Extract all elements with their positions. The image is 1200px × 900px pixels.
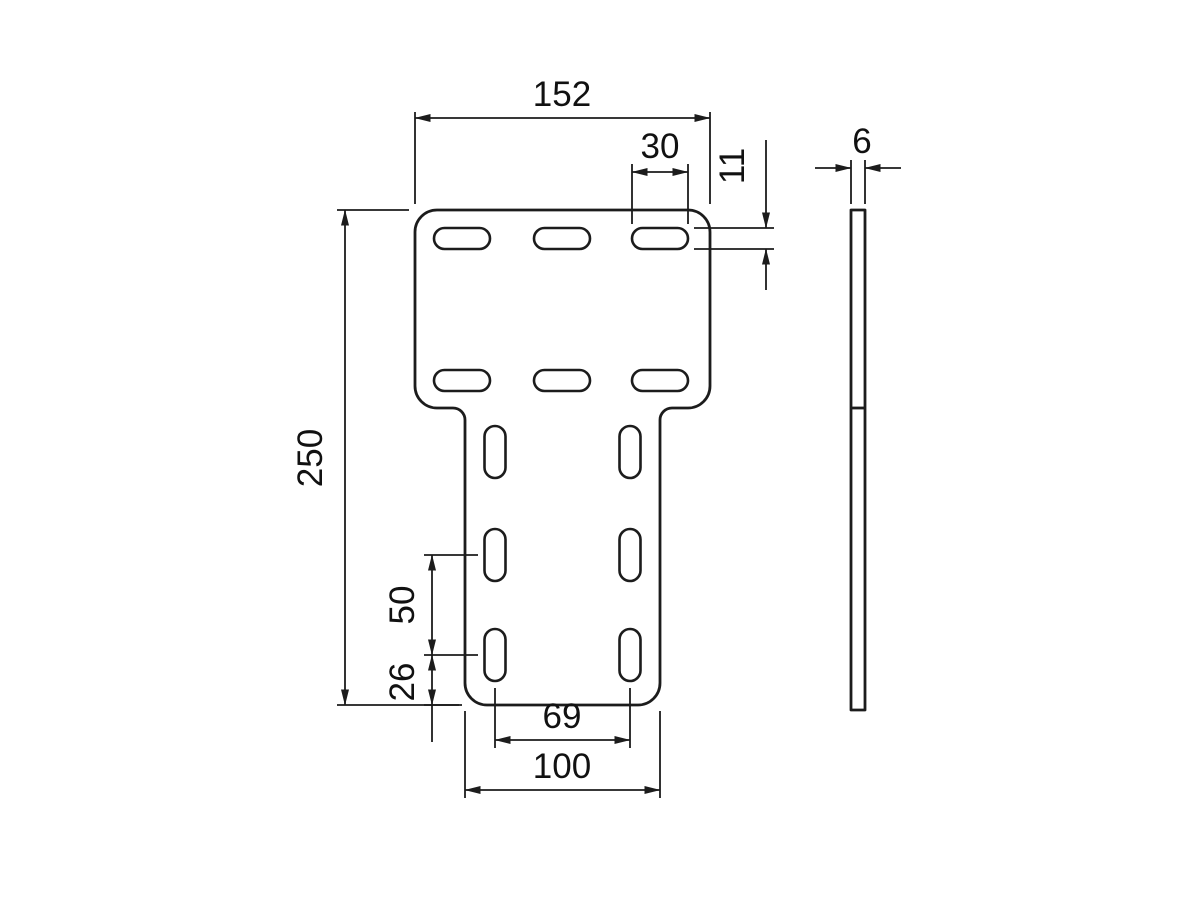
slot-body-rowC-right [618, 627, 642, 683]
dim-label-body-width: 100 [533, 747, 591, 786]
dim-slot-spacing: 69 [494, 688, 631, 748]
slot-top-row2-left [432, 368, 492, 393]
dim-overall-height: 250 [291, 209, 459, 706]
plate-outline [413, 208, 712, 707]
dim-label-overall-height: 250 [291, 429, 330, 487]
slot-body-rowB-right [618, 527, 642, 583]
dim-label-thickness: 6 [852, 122, 871, 161]
slot-top-row1-middle [532, 226, 592, 251]
dim-label-bottom-offset: 26 [383, 663, 422, 702]
slot-body-rowA-right [618, 424, 642, 480]
dim-label-slot-spacing: 69 [543, 697, 582, 736]
dim-top-width: 152 [414, 75, 711, 204]
dim-label-top-width: 152 [533, 75, 591, 114]
dim-slot-width: 11 [694, 140, 774, 290]
slot-body-rowC-left [483, 627, 507, 683]
dim-thickness: 6 [815, 122, 901, 204]
slot-top-row1-right [630, 226, 690, 251]
slot-body-rowB-left [483, 527, 507, 583]
dim-label-slot-pitch: 50 [383, 586, 422, 625]
slot-top-row2-right [630, 368, 690, 393]
side-view [849, 208, 867, 712]
side-view-outline [849, 208, 867, 712]
slot-top-row2-middle [532, 368, 592, 393]
dim-body-width: 100 [464, 711, 661, 798]
dim-slot-length: 30 [631, 127, 689, 224]
front-view [413, 208, 712, 707]
dim-label-slot-width: 11 [713, 148, 752, 184]
dim-bottom-offset: 26 [383, 654, 462, 742]
slot-body-rowA-left [483, 424, 507, 480]
slot-top-row1-left [432, 226, 492, 251]
dim-label-slot-length: 30 [641, 127, 680, 166]
